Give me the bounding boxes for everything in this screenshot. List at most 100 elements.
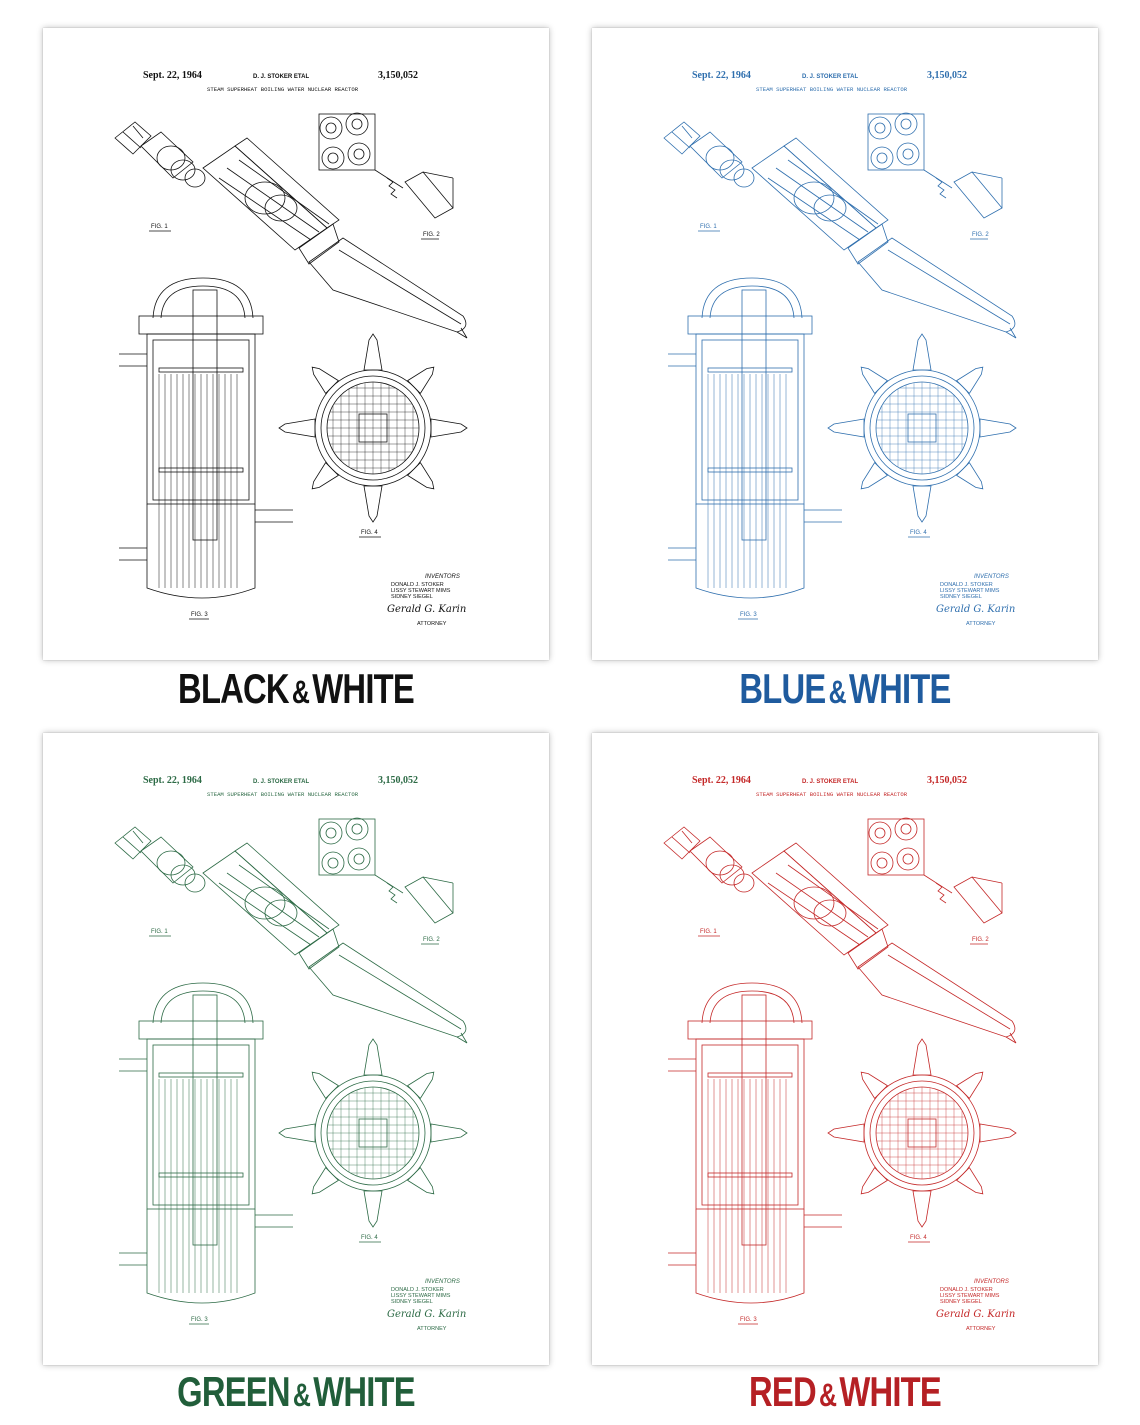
caption-word1: RED: [749, 1368, 817, 1415]
core-nozzle: [407, 1071, 435, 1099]
core-nozzle: [860, 1071, 888, 1099]
inventor-name-2: LISSY STEWART MIMS: [391, 588, 451, 594]
patent-drawing: Sept. 22, 1964 D. J. STOKER ETAL 3,150,0…: [114, 775, 468, 1332]
fig3-drawing: [119, 982, 293, 1304]
inventor-name-2: LISSY STEWART MIMS: [391, 1293, 451, 1299]
patent-inventor-header: D. J. STOKER ETAL: [253, 779, 309, 785]
core-nozzle: [956, 462, 984, 490]
caption-red-white: RED&WHITE: [648, 1369, 1043, 1418]
patent-date: Sept. 22, 1964: [692, 70, 751, 81]
core-nozzle: [912, 1190, 932, 1228]
patent-print-blue: Sept. 22, 1964 D. J. STOKER ETAL 3,150,0…: [592, 28, 1098, 660]
patent-drawing: Sept. 22, 1964 D. J. STOKER ETAL 3,150,0…: [663, 775, 1017, 1332]
inventor-name-3: SIDNEY SIEGEL: [391, 594, 433, 600]
core-nozzle: [311, 1167, 339, 1195]
core-nozzle: [912, 333, 932, 371]
caption-amp: &: [828, 674, 847, 710]
core-nozzle: [860, 462, 888, 490]
patent-print-red: Sept. 22, 1964 D. J. STOKER ETAL 3,150,0…: [592, 733, 1098, 1365]
core-nozzle: [278, 1123, 316, 1143]
patent-print-black: Sept. 22, 1964 D. J. STOKER ETAL 3,150,0…: [43, 28, 549, 660]
attorney-label: ATTORNEY: [417, 1326, 447, 1332]
patent-number: 3,150,052: [378, 70, 418, 81]
fig1-label: FIG. 1: [700, 929, 717, 935]
caption-word1: BLACK: [178, 665, 290, 712]
patent-title: STEAM SUPERHEAT BOILING WATER NUCLEAR RE…: [756, 86, 908, 93]
fig3-tubes: [158, 374, 238, 588]
core-nozzle: [430, 418, 468, 438]
patent-number: 3,150,052: [927, 70, 967, 81]
fig4-drawing: [827, 333, 1017, 523]
fig2-drawing: [867, 817, 1003, 924]
attorney-label: ATTORNEY: [417, 621, 447, 627]
patent-title: STEAM SUPERHEAT BOILING WATER NUCLEAR RE…: [207, 86, 359, 93]
patent-number: 3,150,052: [927, 775, 967, 786]
fig3-drawing: [668, 982, 842, 1304]
core-nozzle: [311, 1071, 339, 1099]
patent-title: STEAM SUPERHEAT BOILING WATER NUCLEAR RE…: [207, 791, 359, 798]
inventors-label: INVENTORS: [974, 1279, 1009, 1285]
fig1-label: FIG. 1: [151, 929, 168, 935]
patent-date: Sept. 22, 1964: [143, 775, 202, 786]
core-nozzle: [956, 1071, 984, 1099]
caption-black-white: BLACK&WHITE: [99, 666, 494, 715]
attorney-label: ATTORNEY: [966, 1326, 996, 1332]
caption-green-white: GREEN&WHITE: [99, 1369, 494, 1418]
fig2-label: FIG. 2: [972, 937, 989, 943]
inventor-name-3: SIDNEY SIEGEL: [940, 1299, 982, 1305]
fig3-drawing: [668, 277, 842, 599]
fig1-drawing: [114, 121, 468, 339]
fig4-label: FIG. 4: [910, 530, 927, 536]
core-nozzle: [278, 418, 316, 438]
fig1-drawing: [663, 121, 1017, 339]
patent-print-green: Sept. 22, 1964 D. J. STOKER ETAL 3,150,0…: [43, 733, 549, 1365]
fig1-drawing: [663, 826, 1017, 1044]
core-nozzle: [860, 366, 888, 394]
caption-amp: &: [292, 1377, 311, 1413]
caption-word2: WHITE: [848, 665, 951, 712]
patent-drawing: Sept. 22, 1964 D. J. STOKER ETAL 3,150,0…: [114, 70, 468, 627]
core-nozzle: [827, 1123, 865, 1143]
fig1-drawing: [114, 826, 468, 1044]
core-nozzle: [860, 1167, 888, 1195]
core-nozzle: [912, 1038, 932, 1076]
core-nozzle: [363, 1038, 383, 1076]
core-nozzle: [956, 366, 984, 394]
attorney-signature: Gerald G. Karin: [387, 1309, 466, 1320]
inventor-name-3: SIDNEY SIEGEL: [391, 1299, 433, 1305]
patent-inventor-header: D. J. STOKER ETAL: [253, 74, 309, 80]
fig3-drawing: [119, 277, 293, 599]
core-nozzle: [407, 1167, 435, 1195]
core-nozzle: [363, 485, 383, 523]
inventor-name-2: LISSY STEWART MIMS: [940, 1293, 1000, 1299]
patent-date: Sept. 22, 1964: [692, 775, 751, 786]
fig1-label: FIG. 1: [151, 224, 168, 230]
inventors-label: INVENTORS: [425, 1279, 460, 1285]
core-nozzle: [979, 418, 1017, 438]
core-nozzle: [430, 1123, 468, 1143]
inventor-name-1: DONALD J. STOKER: [940, 1287, 993, 1293]
fig3-tubes: [707, 1079, 787, 1293]
caption-word2: WHITE: [312, 665, 414, 712]
fig1-label: FIG. 1: [700, 224, 717, 230]
fig3-label: FIG. 3: [740, 612, 757, 618]
caption-word2: WHITE: [839, 1368, 941, 1415]
core-nozzle: [912, 485, 932, 523]
attorney-signature: Gerald G. Karin: [387, 604, 466, 615]
inventor-name-1: DONALD J. STOKER: [391, 1287, 444, 1293]
core-nozzle: [311, 366, 339, 394]
fig4-label: FIG. 4: [361, 530, 378, 536]
fig4-drawing: [278, 333, 468, 523]
attorney-label: ATTORNEY: [966, 621, 996, 627]
caption-word1: GREEN: [177, 1368, 290, 1415]
caption-amp: &: [818, 1377, 837, 1413]
inventors-label: INVENTORS: [425, 574, 460, 580]
core-nozzle: [311, 462, 339, 490]
core-nozzle: [827, 418, 865, 438]
fig3-tubes: [707, 374, 787, 588]
fig2-label: FIG. 2: [972, 232, 989, 238]
inventor-name-3: SIDNEY SIEGEL: [940, 594, 982, 600]
fig2-drawing: [318, 817, 454, 924]
patent-date: Sept. 22, 1964: [143, 70, 202, 81]
core-nozzle: [956, 1167, 984, 1195]
